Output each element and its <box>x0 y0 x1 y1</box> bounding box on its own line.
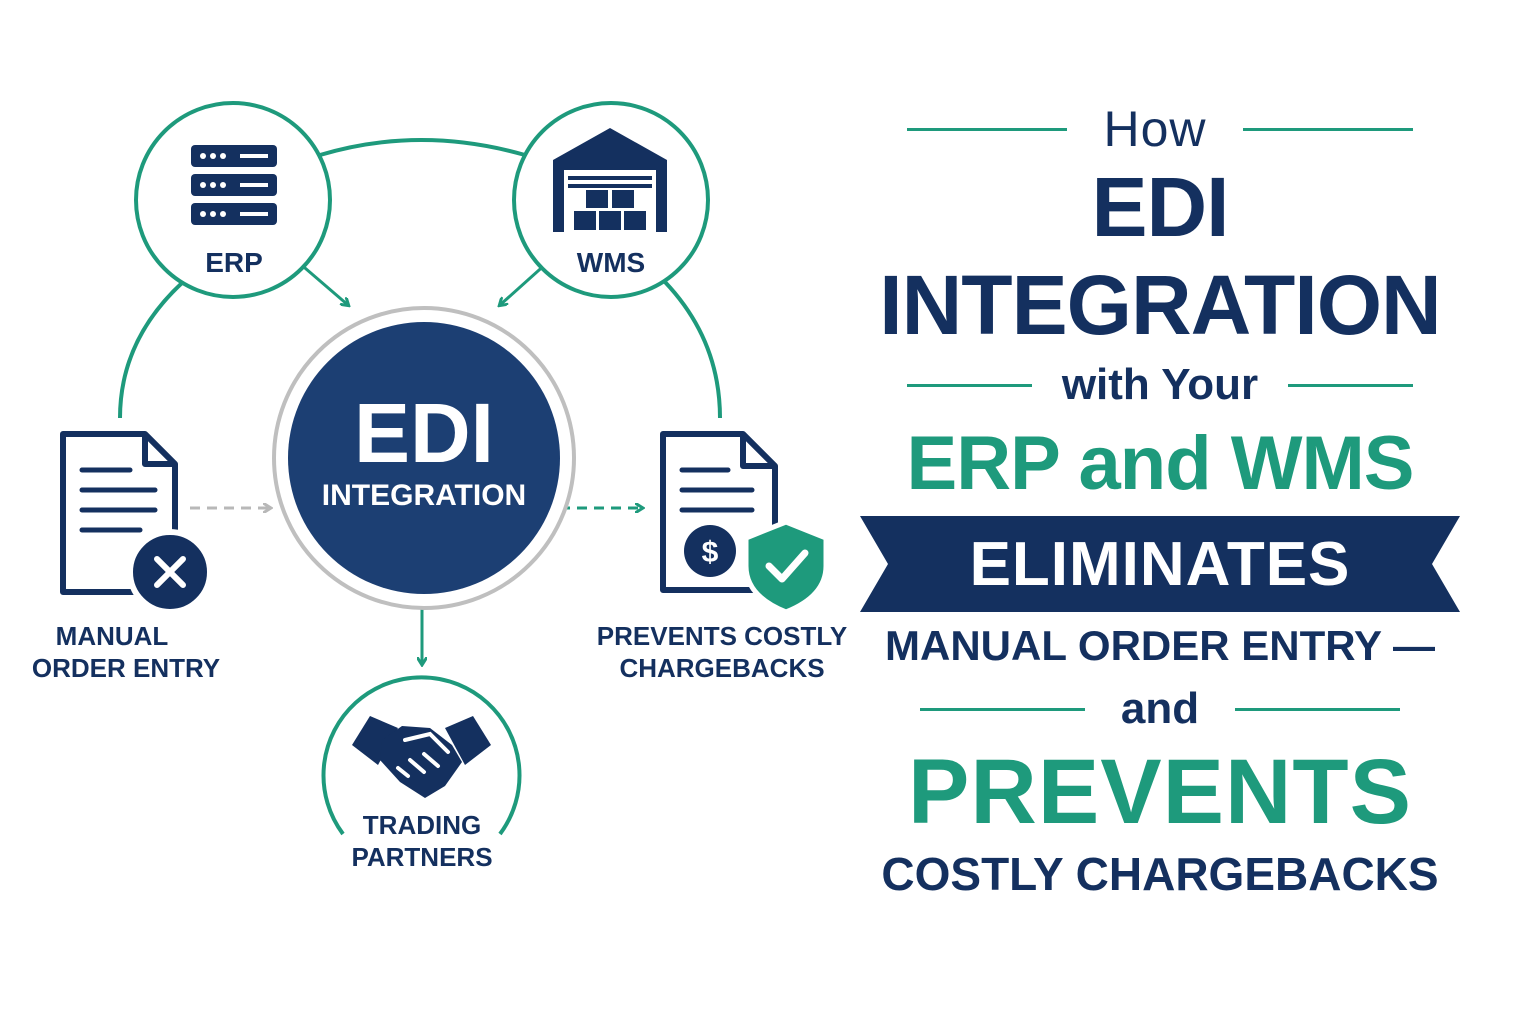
warehouse-icon <box>553 128 667 232</box>
headline-manual-order-entry: MANUAL ORDER ENTRY — <box>885 622 1435 669</box>
headline-edi-integration: EDI INTEGRATION <box>879 160 1441 352</box>
headline-with-your: with Your <box>1061 360 1259 409</box>
divider-rule <box>1242 127 1413 131</box>
svg-text:$: $ <box>702 536 719 569</box>
hub-subtitle: INTEGRATION <box>322 479 526 512</box>
divider-rule <box>919 707 1085 711</box>
headline-and-row: and <box>860 678 1460 740</box>
headline-with-row: with Your <box>860 354 1460 416</box>
manual-label-line2: ORDER ENTRY <box>32 653 220 683</box>
document-x-icon <box>60 431 213 615</box>
divider-rule <box>1235 707 1401 711</box>
headline-eliminates: ELIMINATES <box>969 529 1351 599</box>
eliminates-banner: ELIMINATES <box>860 516 1460 612</box>
hub-title: EDI <box>354 386 494 480</box>
headline-erp-and-wms: ERP and WMS <box>906 421 1415 506</box>
wms-prevents-connector <box>663 280 722 419</box>
wms-label: WMS <box>577 247 645 278</box>
manual-label-line1: MANUAL <box>56 621 169 651</box>
headline-prevents: PREVENTS <box>908 741 1412 843</box>
erp-manual-connector <box>118 280 185 419</box>
handshake-icon <box>352 716 491 798</box>
erp-to-hub-arrow <box>297 260 348 305</box>
headline-how: How <box>1103 101 1207 157</box>
banner-ribbon <box>860 516 1460 612</box>
trading-label-line1: TRADING <box>363 810 481 840</box>
erp-node: ERP <box>134 101 332 299</box>
wms-to-hub-arrow <box>500 260 550 305</box>
trading-partners-node: TRADING PARTNERS <box>321 675 522 872</box>
invoice-shield-check-icon: $ <box>660 431 829 615</box>
prevents-node: $ PREVENTS COSTLY CHARGEBACKS <box>597 431 847 683</box>
headline-how-row: How <box>860 100 1460 158</box>
prevents-label-line1: PREVENTS COSTLY <box>597 621 847 651</box>
headline-and: and <box>1120 684 1200 733</box>
prevents-label-line2: CHARGEBACKS <box>619 653 824 683</box>
headline-block: How EDI INTEGRATION with Your ERP and WM… <box>860 100 1460 904</box>
erp-wms-connector <box>319 138 526 157</box>
divider-rule <box>907 127 1068 131</box>
divider-rule <box>906 383 1032 387</box>
manual-entry-node: MANUAL ORDER ENTRY <box>32 431 220 683</box>
wms-node: WMS <box>512 101 710 299</box>
edi-hub: EDI INTEGRATION <box>272 306 576 610</box>
headline-costly-chargebacks: COSTLY CHARGEBACKS <box>881 848 1439 900</box>
divider-rule <box>1288 383 1414 387</box>
erp-label: ERP <box>205 247 263 278</box>
edi-integration-diagram: ERP WMS EDI INTEGRATION <box>32 101 847 872</box>
server-rack-icon <box>191 145 277 225</box>
connector-lines <box>118 138 722 419</box>
trading-label-line2: PARTNERS <box>351 842 492 872</box>
